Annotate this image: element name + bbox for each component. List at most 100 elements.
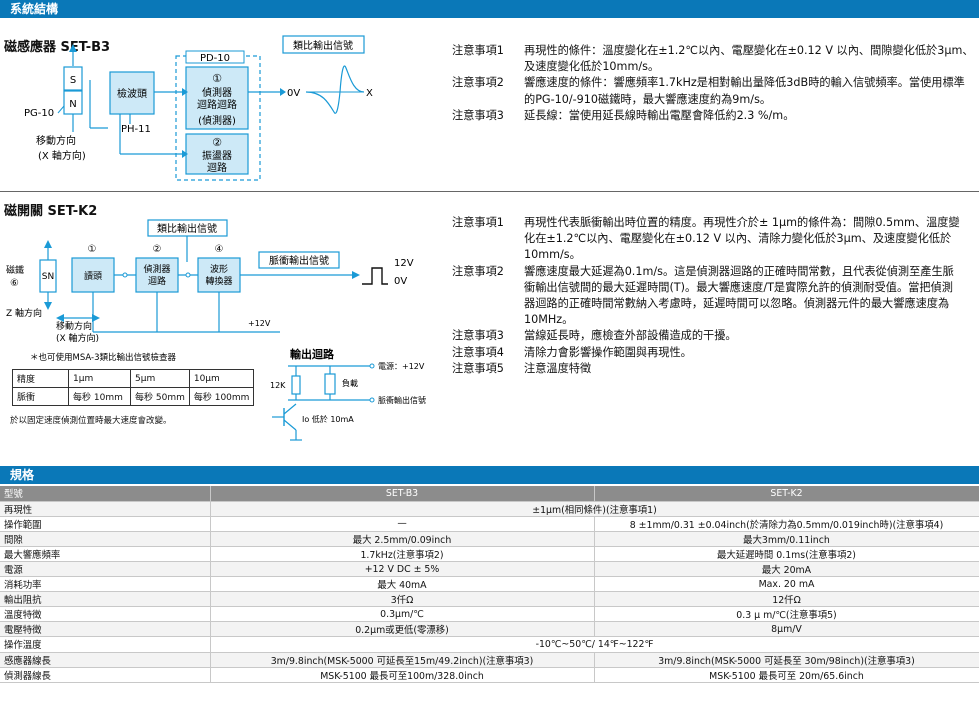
k2-circle4: ④ xyxy=(215,244,224,255)
k2-pulse-label: 脈衝輸出信號 xyxy=(269,254,329,267)
table-row: 消耗功率 最大 40mA Max. 20 mA xyxy=(0,576,979,593)
table-row: 溫度特徵 0.3μm/℃ 0.3 μ m/℃(注意事項5) xyxy=(0,606,979,623)
b3-note-3: 注意事項3 延長線：當使用延長線時輸出電壓會降低約2.3 %/m。 xyxy=(452,108,974,124)
k2-note-4-text: 清除力會影響操作範圍與再現性。 xyxy=(524,345,692,359)
k2-note-5-label: 注意事項5 xyxy=(452,361,504,375)
table-cell: 精度 xyxy=(12,369,69,388)
k2-note-3-text: 當線延長時，應檢查外部設備造成的干擾。 xyxy=(524,329,737,343)
spec-row-name: 操作範圍 xyxy=(0,516,211,532)
k2-note-1-label: 注意事項1 xyxy=(452,216,504,229)
table-cell: 每秒 100mm xyxy=(188,387,255,406)
b3-note-1-text: 再現性的條件：溫度變化在±1.2℃以內、電壓變化在±0.12 V 以內、間隙變化… xyxy=(524,44,974,74)
spec-k2-value: 最大 20mA xyxy=(594,561,979,578)
spec-row-name: 再現性 xyxy=(0,501,211,517)
b3-ph-label: PH-11 xyxy=(121,124,151,135)
b3-notes: 注意事項1 再現性的條件：溫度變化在±1.2℃以內、電壓變化在±0.12 V 以… xyxy=(452,43,974,124)
spec-merged-value: -10℃~50℃/ 14℉~122℉ xyxy=(210,636,979,653)
b3-x: X xyxy=(366,88,373,99)
k2-axis-dir: (X 軸方向) xyxy=(56,332,99,344)
table-row: 電壓特徵 0.2μm或更低(零漂移) 8μm/V xyxy=(0,621,979,638)
spec-k2-value: 0.3 μ m/℃(注意事項5) xyxy=(594,606,979,623)
b3-circle2: ② xyxy=(212,136,222,149)
k2-output-title: 輸出迴路 xyxy=(290,347,335,361)
k2-note-4: 注意事項4 清除力會影響操作範圍與再現性。 xyxy=(452,345,964,361)
k2-title: 磁開關 SET-K2 xyxy=(4,204,98,219)
b3-note-3-text: 延長線：當使用延長線時輸出電壓會降低約2.3 %/m。 xyxy=(524,108,795,122)
k2-r12k: 12K xyxy=(270,381,286,390)
spec-k2-value: 3m/9.8inch(MSK-5000 可延長至 30m/98inch)(注意事… xyxy=(594,652,979,668)
table-row: 電源 +12 V DC ± 5% 最大 20mA xyxy=(0,561,979,578)
k2-move-dir: 移動方向 xyxy=(56,320,92,332)
k2-wave-l2: 轉換器 xyxy=(205,275,232,287)
spec-header-model: 型號 xyxy=(0,486,211,502)
b3-circle1: ① xyxy=(212,72,222,85)
k2-mini-note: 於以固定速度偵測位置時最大速度會改變。 xyxy=(10,416,172,426)
table-row: 操作溫度 -10℃~50℃/ 14℉~122℉ xyxy=(0,636,979,653)
b3-circuit1-l1: 偵測器 xyxy=(202,86,232,99)
spec-k2-value: Max. 20 mA xyxy=(594,576,979,593)
k2-pulse-out: 脈衝輸出信號 xyxy=(378,395,426,405)
spec-row-name: 偵測器線長 xyxy=(0,667,211,683)
spec-merged-value: ±1μm(相同條件)(注意事項1) xyxy=(210,501,979,517)
k2-precision-row: 精度 1μm 5μm 10μm xyxy=(12,369,255,388)
spec-header-k2: SET-K2 xyxy=(594,486,979,502)
spec-b3-value: 最大 2.5mm/0.09inch xyxy=(210,531,595,547)
spec-table: 型號 SET-B3 SET-K2 再現性 ±1μm(相同條件)(注意事項1) 操… xyxy=(0,486,979,683)
b3-circuit2-l1: 振盪器 xyxy=(202,149,232,162)
k2-analog-label: 類比輸出信號 xyxy=(157,222,217,235)
spec-row-name: 電壓特徵 xyxy=(0,621,211,638)
k2-circle2: ② xyxy=(153,244,162,255)
k2-note-2-text: 響應速度最大延遲為0.1m/s。這是偵測器迴路的正確時間常數，且代表從偵測至產生… xyxy=(524,264,954,327)
b3-circuit2-l2: 迴路 xyxy=(207,161,227,174)
spec-row-name: 感應器線長 xyxy=(0,652,211,668)
k2-12v: 12V xyxy=(394,258,414,269)
spec-row-name: 最大響應頻率 xyxy=(0,546,211,562)
k2-magnet-l1: 磁鐵 xyxy=(6,264,24,276)
k2-note-2: 注意事項2 響應速度最大延遲為0.1m/s。這是偵測器迴路的正確時間常數，且代表… xyxy=(452,264,964,329)
b3-move-dir: 移動方向 xyxy=(36,134,76,147)
table-cell: 10μm xyxy=(188,369,255,388)
k2-footnote: ＊也可使用MSA-3類比輸出信號檢查器 xyxy=(30,352,176,363)
spec-b3-value: +12 V DC ± 5% xyxy=(210,561,595,578)
k2-note-5: 注意事項5 注意溫度特徵 xyxy=(452,361,964,377)
table-row: 再現性 ±1μm(相同條件)(注意事項1) xyxy=(0,501,979,517)
b3-sensor-s: S xyxy=(70,75,76,86)
k2-note-2-label: 注意事項2 xyxy=(452,264,504,278)
k2-io: Io 低於 10mA xyxy=(302,414,354,424)
k2-notes: 注意事項1 再現性代表脈衝輸出時位置的精度。再現性介於± 1μm的條件為：間隙0… xyxy=(452,215,964,377)
table-row: 最大響應頻率 1.7kHz(注意事項2) 最大延遲時間 0.1ms(注意事項2) xyxy=(0,546,979,562)
spec-b3-value: 3仟Ω xyxy=(210,591,595,608)
section-divider-1 xyxy=(0,191,979,192)
k2-note-3: 注意事項3 當線延長時，應檢查外部設備造成的干擾。 xyxy=(452,328,964,344)
b3-ov: 0V xyxy=(287,88,300,99)
b3-note-1-label: 注意事項1 xyxy=(452,44,504,57)
k2-circuit-l2: 迴路 xyxy=(148,275,166,287)
k2-z-dir: Z 軸方向 xyxy=(6,307,42,319)
k2-note-1-text: 再現性代表脈衝輸出時位置的精度。再現性介於± 1μm的條件為：間隙0.5mm、溫… xyxy=(524,216,960,262)
b3-sensor-n: N xyxy=(69,99,76,110)
system-section-header: 系統結構 xyxy=(0,0,979,18)
spec-row-name: 輸出阻抗 xyxy=(0,591,211,608)
spec-b3-value: 0.3μm/℃ xyxy=(210,606,595,623)
k2-precision-table: 精度 1μm 5μm 10μm 脈衝 每秒 10mm 每秒 50mm 每秒 10… xyxy=(12,369,255,406)
table-row: 操作範圍 — 8 ±1mm/0.31 ±0.04inch(於清除力為0.5mm/… xyxy=(0,516,979,532)
spec-section-header: 規格 xyxy=(0,466,979,484)
spec-b3-value: 0.2μm或更低(零漂移) xyxy=(210,621,595,638)
table-cell: 1μm xyxy=(68,369,131,388)
spec-row-name: 間隙 xyxy=(0,531,211,547)
k2-plus12v: +12V xyxy=(248,319,271,328)
spec-k2-value: 12仟Ω xyxy=(594,591,979,608)
k2-0v: 0V xyxy=(394,276,407,287)
spec-k2-value: 最大3mm/0.11inch xyxy=(594,531,979,547)
b3-pd-label: PD-10 xyxy=(200,53,230,64)
spec-row-name: 操作溫度 xyxy=(0,636,211,653)
k2-note-4-label: 注意事項4 xyxy=(452,345,504,359)
b3-note-2-text: 響應速度的條件：響應頻率1.7kHz是相對輸出量降低3dB時的輸入信號頻率。當使… xyxy=(524,76,965,106)
spec-b3-value: 3m/9.8inch(MSK-5000 可延長至15m/49.2inch)(注意… xyxy=(210,652,595,668)
spec-k2-value: 8μm/V xyxy=(594,621,979,638)
spec-k2-value: MSK-5100 最長可至 20m/65.6inch xyxy=(594,667,979,683)
spec-b3-value: MSK-5100 最長可至100m/328.0inch xyxy=(210,667,595,683)
table-row: 輸出阻抗 3仟Ω 12仟Ω xyxy=(0,591,979,608)
b3-axis-dir: (X 軸方向) xyxy=(38,149,86,162)
b3-note-1: 注意事項1 再現性的條件：溫度變化在±1.2℃以內、電壓變化在±0.12 V 以… xyxy=(452,43,974,75)
